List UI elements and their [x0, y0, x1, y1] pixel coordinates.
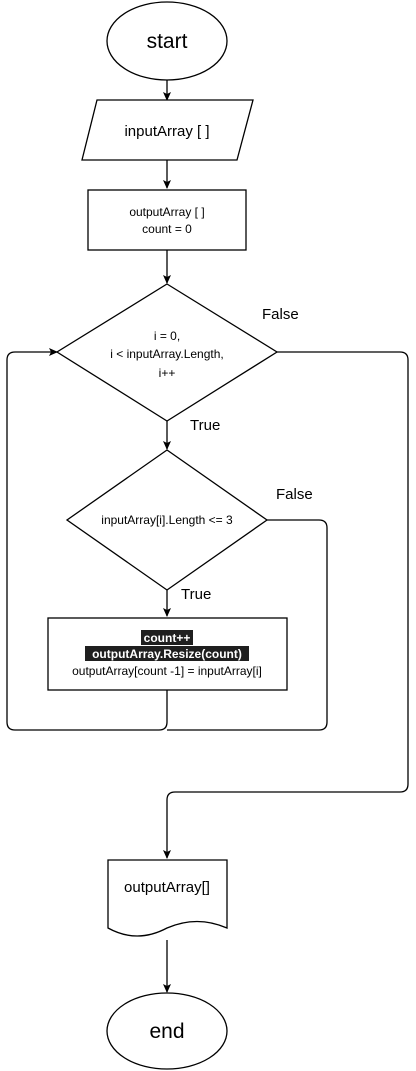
condition-label: inputArray[i].Length <= 3	[101, 513, 233, 527]
end-node: end	[106, 992, 228, 1070]
body-line-3: outputArray[count -1] = inputArray[i]	[72, 664, 262, 678]
cond-true-label: True	[181, 586, 211, 603]
output-label: outputArray[]	[124, 879, 210, 896]
output-node: outputArray[]	[107, 859, 228, 937]
init-line-2: count = 0	[142, 222, 192, 236]
body-node: count++ outputArray.Resize(count) output…	[47, 617, 288, 691]
loop-line-3: i++	[159, 366, 176, 380]
start-label: start	[147, 30, 188, 53]
loop-false-label: False	[262, 306, 299, 323]
edge-cond-false	[167, 519, 328, 731]
highlight-1	[141, 630, 193, 645]
cond-false-label: False	[276, 486, 313, 503]
loop-node: i = 0, i < inputArray.Length, i++	[55, 283, 279, 422]
body-line-2: outputArray.Resize(count)	[92, 647, 242, 661]
condition-node: inputArray[i].Length <= 3	[65, 449, 269, 591]
highlight-2	[85, 646, 249, 661]
end-label: end	[149, 1020, 184, 1043]
edge-loop-false	[163, 351, 409, 859]
loop-line-1: i = 0,	[154, 329, 180, 343]
edge-loop-back	[6, 348, 168, 731]
body-line-1: count++	[144, 631, 191, 645]
loop-line-2: i < inputArray.Length,	[110, 347, 224, 361]
start-node: start	[106, 1, 228, 81]
edges	[6, 80, 409, 993]
input-node: inputArray [ ]	[81, 99, 254, 161]
loop-true-label: True	[190, 417, 220, 434]
input-label: inputArray [ ]	[124, 123, 209, 140]
init-line-1: outputArray [ ]	[129, 205, 204, 219]
init-node: outputArray [ ] count = 0	[87, 189, 247, 251]
